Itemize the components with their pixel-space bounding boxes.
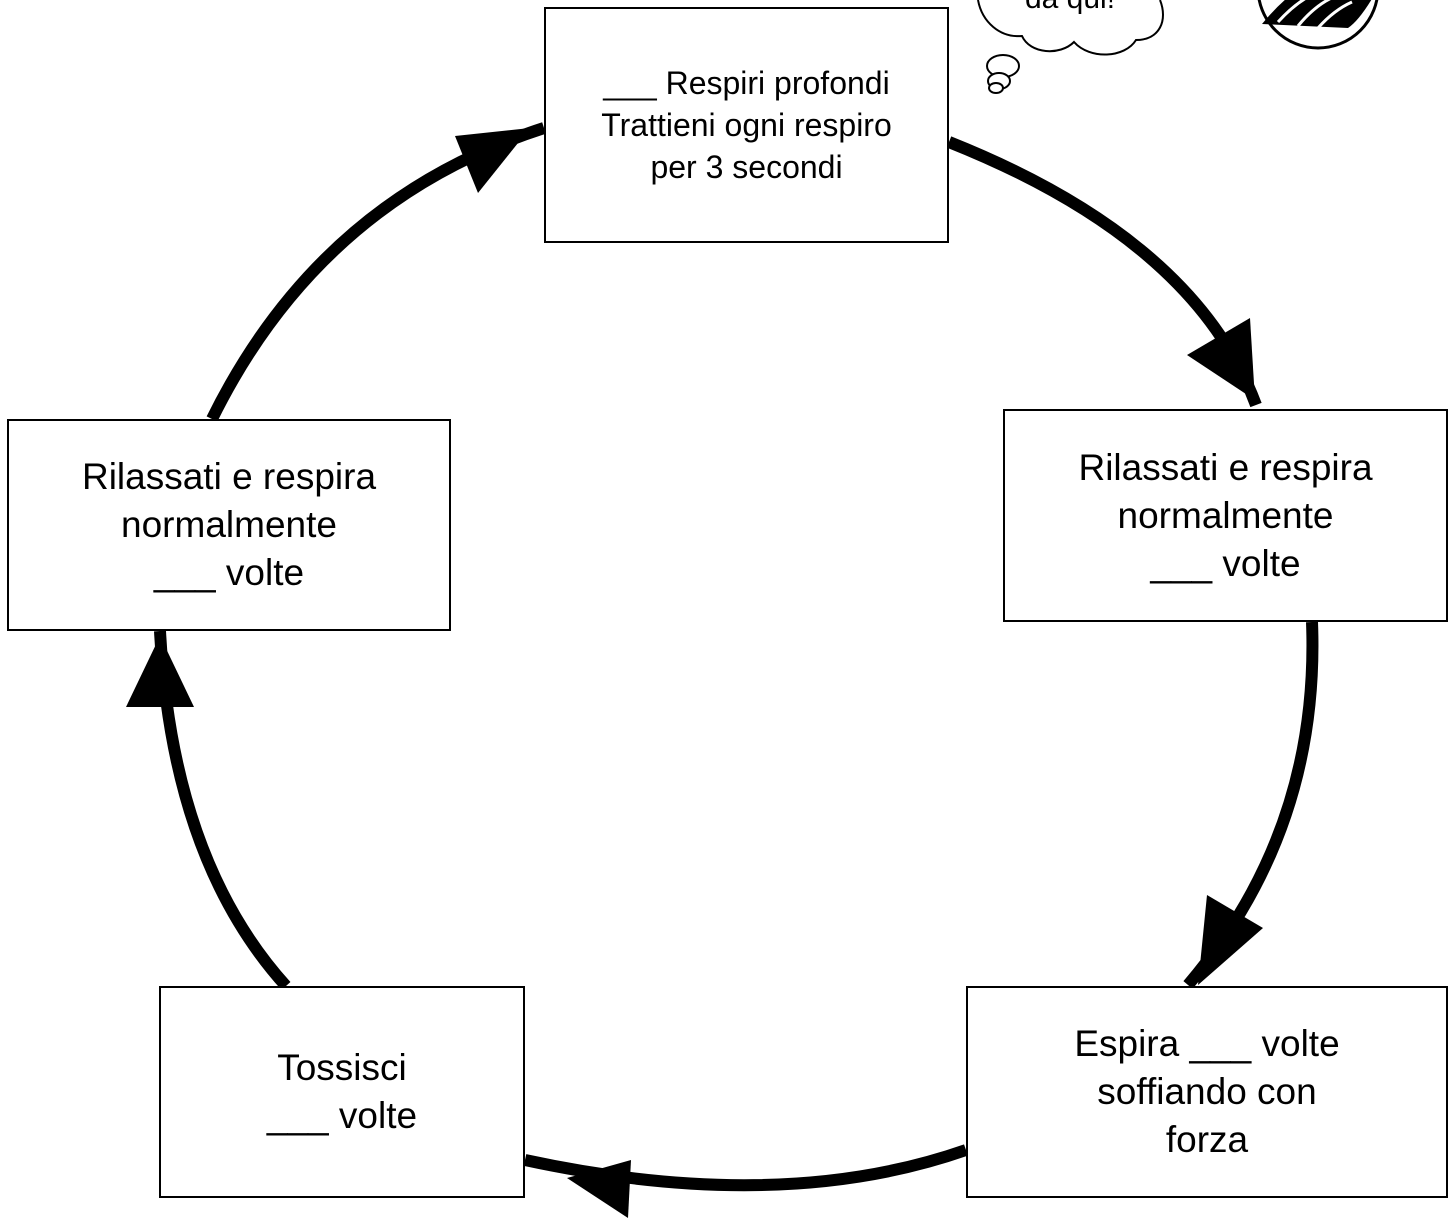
step-deep-breaths-line-2: Trattieni ogni respiro: [601, 107, 892, 143]
step-relax-left-line-3: ___ volte: [153, 552, 305, 593]
step-exhale-line-1: Espira ___ volte: [1074, 1023, 1340, 1064]
thought-bubble: [977, 0, 1164, 94]
step-deep-breaths-line-1: ___ Respiri profondi: [603, 65, 890, 101]
step-cough-line-2: ___ volte: [266, 1095, 418, 1136]
arrowhead-to-top: [455, 128, 530, 193]
circular-logo-icon: [1257, 0, 1379, 50]
thought-bubble-text: da qui!: [990, 0, 1150, 16]
step-exhale: Espira ___ volte soffiando con forza: [966, 986, 1448, 1198]
arrowhead-to-right: [1187, 318, 1255, 400]
step-exhale-line-2: soffiando con: [1097, 1071, 1317, 1112]
step-exhale-line-3: forza: [1165, 1119, 1249, 1160]
step-deep-breaths-line-3: per 3 secondi: [650, 149, 843, 185]
arrowhead-to-bottomleft: [567, 1160, 631, 1218]
arrowhead-to-bottomright: [1198, 895, 1263, 985]
step-relax-right-line-2: normalmente: [1117, 494, 1334, 536]
step-deep-breaths: ___ Respiri profondi Trattieni ogni resp…: [544, 7, 949, 243]
step-cough: Tossisci ___ volte: [159, 986, 525, 1198]
step-relax-left: Rilassati e respira normalmente ___ volt…: [7, 419, 451, 631]
step-relax-right-line-3: ___ volte: [1150, 542, 1301, 584]
step-cough-line-1: Tossisci: [277, 1047, 407, 1088]
arrowhead-to-left: [126, 636, 194, 707]
step-relax-left-line-2: normalmente: [121, 504, 337, 545]
step-relax-left-line-1: Rilassati e respira: [81, 456, 377, 497]
step-relax-right: Rilassati e respira normalmente ___ volt…: [1003, 409, 1448, 622]
step-relax-right-line-1: Rilassati e respira: [1078, 446, 1373, 488]
